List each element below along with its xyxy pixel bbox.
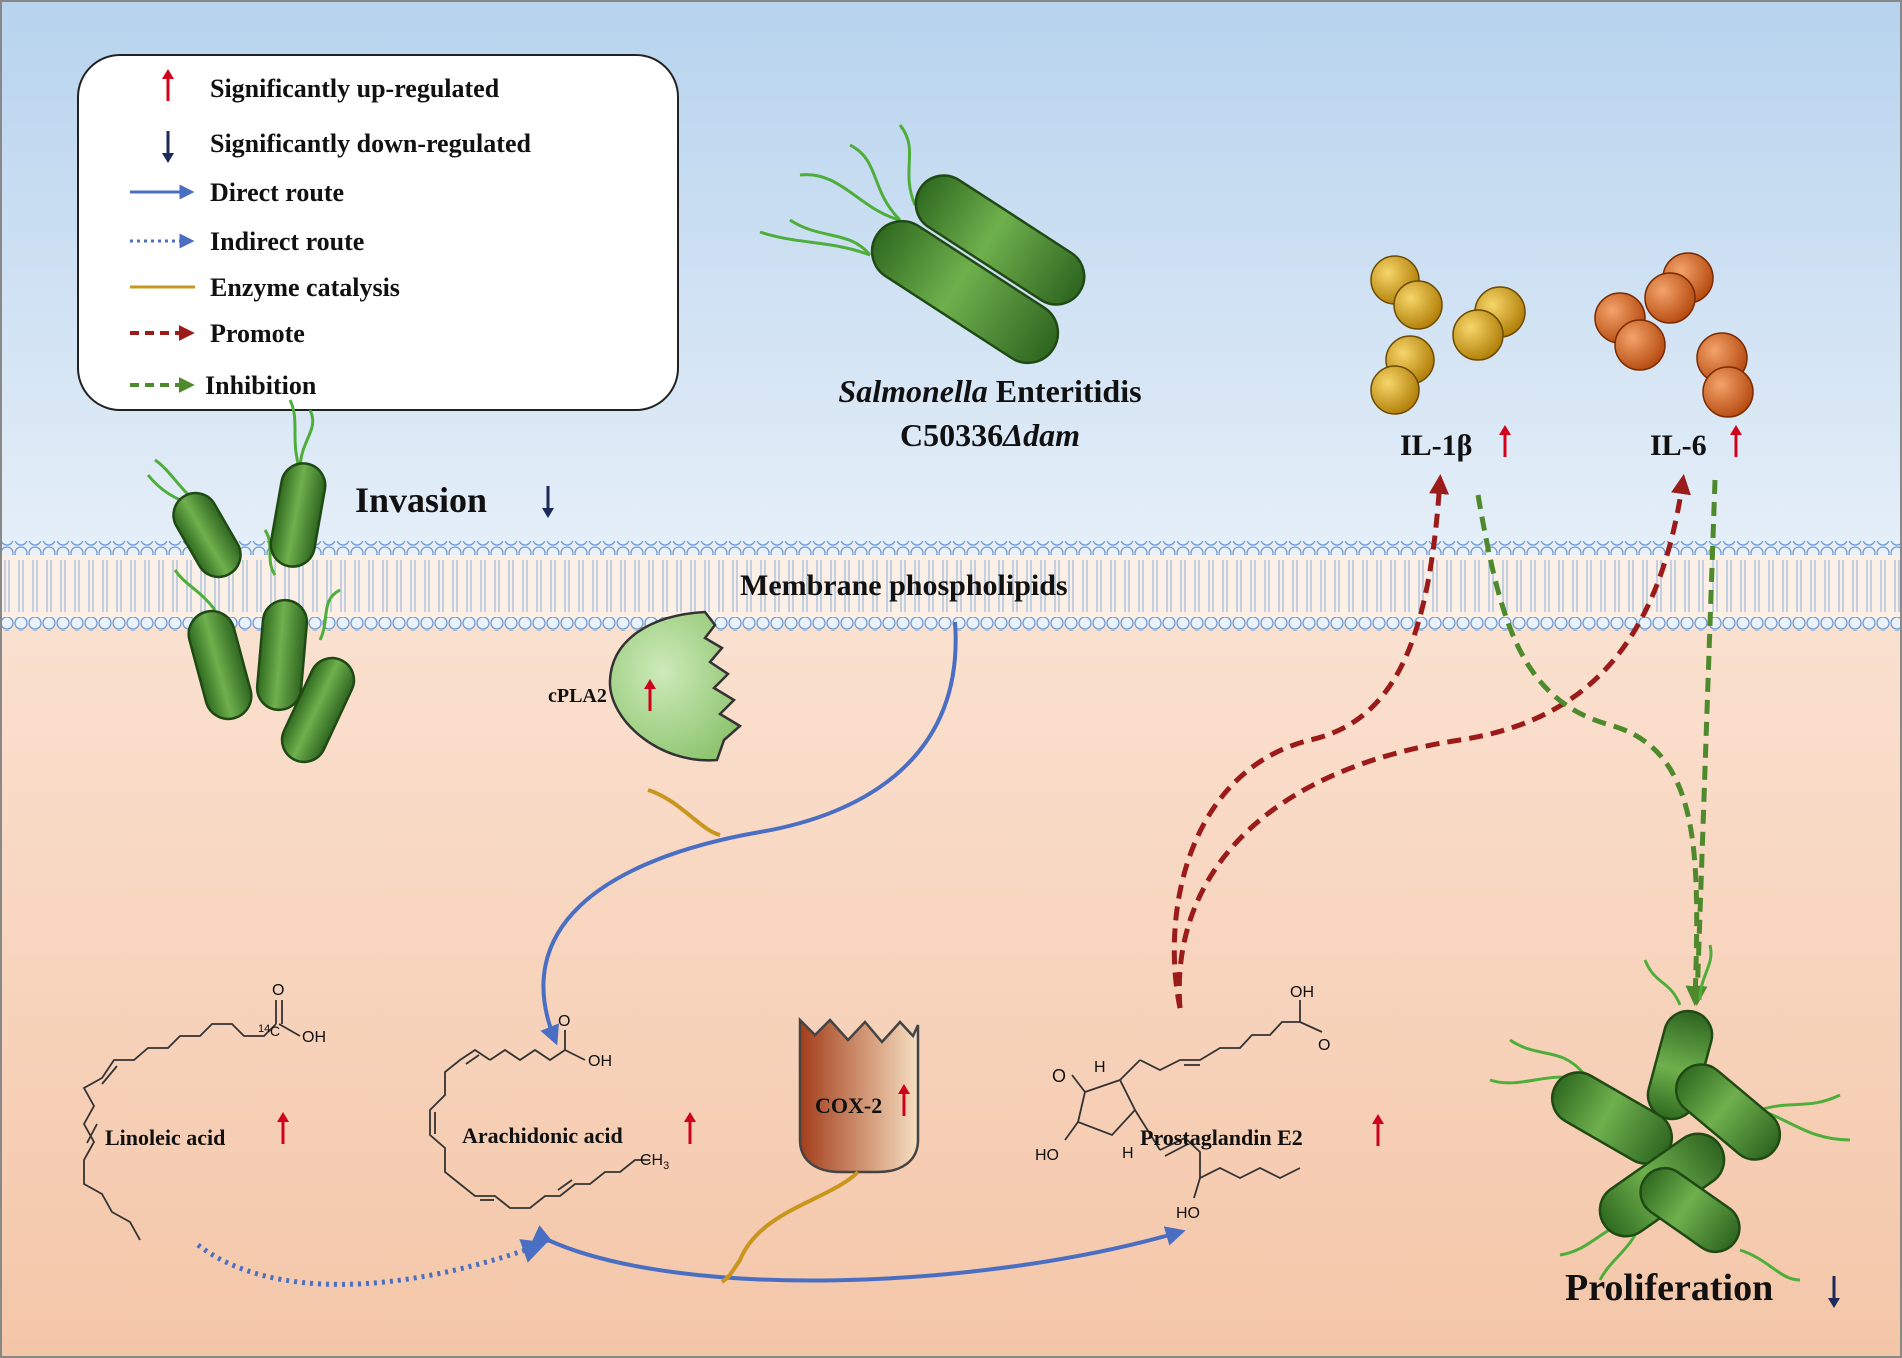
pge2-ho-chain: HO: [1176, 1205, 1200, 1222]
promote-route-il1b: [1171, 474, 1450, 1009]
indirect-route-linoleic-to-arachidonic: [196, 1239, 548, 1287]
strain-prefix: C50336: [900, 417, 1003, 453]
membrane-label: Membrane phospholipids: [740, 569, 1068, 602]
bacteria-name: Salmonella Enteritidis: [838, 373, 1141, 409]
pge2-ho-ring: HO: [1035, 1147, 1059, 1164]
legend: Significantly up-regulated Significantly…: [77, 54, 679, 411]
pge2-structure: [1064, 1000, 1323, 1199]
proliferation-label: Proliferation: [1565, 1267, 1773, 1309]
pge2-oxygen: O: [1052, 1066, 1066, 1086]
cpla2-label: cPLA2: [548, 685, 607, 707]
arachidonic-methyl: CH3: [640, 1152, 669, 1172]
linoleic-acid-structure: [82, 1000, 301, 1241]
invasion-label: Invasion: [355, 480, 487, 520]
pge2-h-bottom: H: [1122, 1145, 1134, 1162]
legend-label-direct: Direct route: [210, 178, 344, 207]
cox2-label: COX-2: [815, 1093, 882, 1118]
arachidonic-methyl-sub: 3: [663, 1160, 669, 1172]
bacteria-genus: Salmonella: [838, 373, 987, 409]
salmonella-pair-icon: [759, 124, 917, 257]
arachidonic-acid-structure: [429, 1030, 650, 1209]
pge2-label: Prostaglandin E2: [1140, 1125, 1303, 1150]
linoleic-acid-label: Linoleic acid: [105, 1125, 225, 1150]
promote-route-il6: [1176, 474, 1691, 1009]
pge2-h-top: H: [1094, 1059, 1106, 1076]
cpla2-enzyme-icon: [608, 610, 743, 762]
strain-mutation: Δdam: [1001, 417, 1080, 453]
direct-route-membrane-to-arachidonic: [540, 621, 958, 1046]
linoleic-oxygen: O: [272, 982, 284, 999]
il-1b-particles-icon: [1370, 255, 1526, 415]
il-6-label: IL-6: [1650, 429, 1707, 462]
legend-label-down: Significantly down-regulated: [210, 129, 531, 158]
legend-label-indirect: Indirect route: [210, 227, 364, 256]
inhibition-route-il1b: [1475, 494, 1706, 1006]
cox2-catalysis-link: [720, 1170, 860, 1284]
legend-label-enzyme: Enzyme catalysis: [210, 273, 400, 302]
invading-bacteria-cluster: [146, 399, 356, 764]
legend-label-up: Significantly up-regulated: [210, 74, 500, 103]
arachidonic-oxygen: O: [558, 1013, 570, 1030]
legend-label-promote: Promote: [210, 319, 305, 348]
il-1b-label: IL-1β: [1400, 429, 1472, 462]
cpla2-catalysis-link: [647, 788, 721, 837]
linoleic-hydroxyl: OH: [302, 1029, 326, 1046]
cox2-enzyme-icon: [798, 1016, 920, 1174]
proliferating-bacteria-cluster: [1489, 944, 1851, 1282]
linoleic-carbon: C: [270, 1023, 280, 1039]
legend-label-inhibition: Inhibition: [205, 371, 317, 400]
arachidonic-hydroxyl: OH: [588, 1053, 612, 1070]
membrane-bilayer: [0, 541, 1902, 631]
arachidonic-acid-label: Arachidonic acid: [462, 1123, 623, 1148]
il-6-particles-icon: [1594, 252, 1754, 418]
pge2-hydroxyl: OH: [1290, 984, 1314, 1001]
bacteria-strain: C50336Δdam: [900, 417, 1080, 453]
bacteria-serovar: Enteritidis: [988, 373, 1142, 409]
linoleic-carbon-isotope: 14: [258, 1023, 270, 1035]
arachidonic-methyl-ch: CH: [640, 1152, 663, 1169]
salmonella-rod-icon: [870, 219, 1060, 365]
direct-route-arachidonic-to-pge2: [531, 1225, 1186, 1283]
pge2-carbonyl-oxygen: O: [1318, 1037, 1330, 1054]
salmonella-rod-icon: [914, 174, 1086, 306]
